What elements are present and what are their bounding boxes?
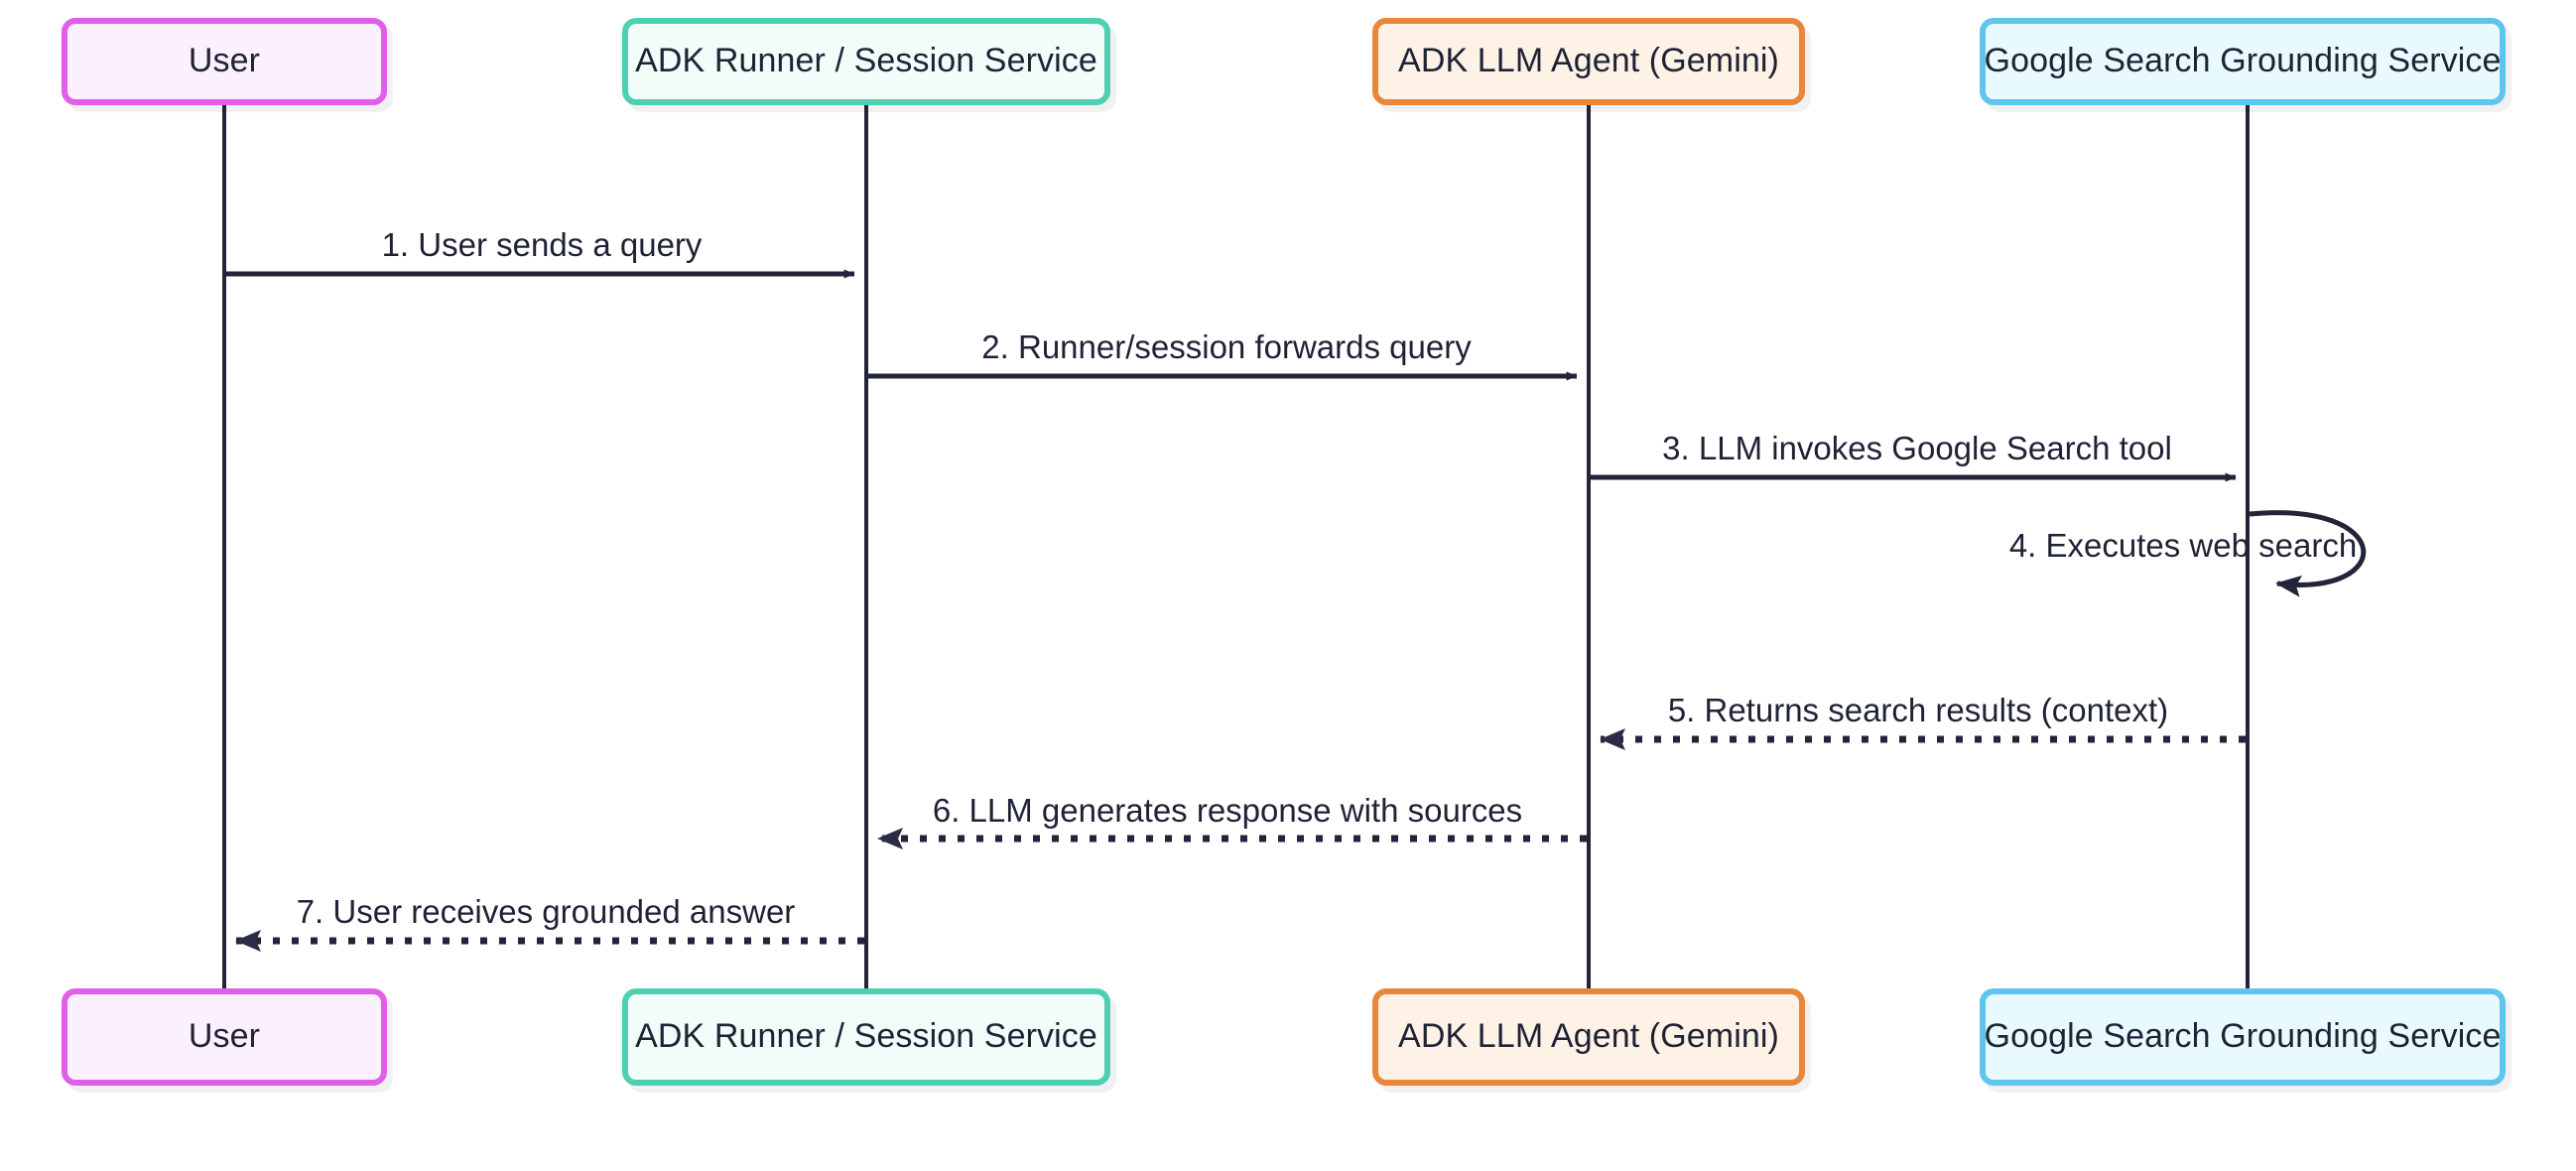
message-label-3: 3. LLM invokes Google Search tool [1662,430,2172,466]
message-label-6: 6. LLM generates response with sources [932,792,1523,829]
participant-label-user: User [188,1017,261,1056]
participant-label-agent: ADK LLM Agent (Gemini) [1398,1017,1779,1056]
message-label-1: 1. User sends a query [381,226,703,263]
participant-label-search: Google Search Grounding Service [1984,1017,2502,1056]
participant-box-search-top[interactable]: Google Search Grounding Service [1980,18,2506,105]
lifeline-runner [864,105,868,988]
participant-box-user-top[interactable]: User [62,18,387,105]
lifeline-agent [1587,105,1591,988]
participant-box-agent-top[interactable]: ADK LLM Agent (Gemini) [1372,18,1805,105]
message-label-7: 7. User receives grounded answer [296,893,796,930]
message-label-2: 2. Runner/session forwards query [981,328,1472,365]
lifeline-user [222,105,226,988]
lifeline-search [2246,105,2250,988]
participant-box-runner-bottom[interactable]: ADK Runner / Session Service [622,988,1110,1086]
participant-label-agent: ADK LLM Agent (Gemini) [1398,42,1779,80]
participant-label-runner: ADK Runner / Session Service [635,42,1097,80]
participant-box-runner-top[interactable]: ADK Runner / Session Service [622,18,1110,105]
participant-box-user-bottom[interactable]: User [62,988,387,1086]
message-label-4: 4. Executes web search [2008,527,2358,564]
participant-label-search: Google Search Grounding Service [1984,42,2502,80]
participant-box-agent-bottom[interactable]: ADK LLM Agent (Gemini) [1372,988,1805,1086]
participant-label-user: User [188,42,261,80]
participant-label-runner: ADK Runner / Session Service [635,1017,1097,1056]
participant-box-search-bottom[interactable]: Google Search Grounding Service [1980,988,2506,1086]
message-label-5: 5. Returns search results (context) [1667,692,2169,728]
